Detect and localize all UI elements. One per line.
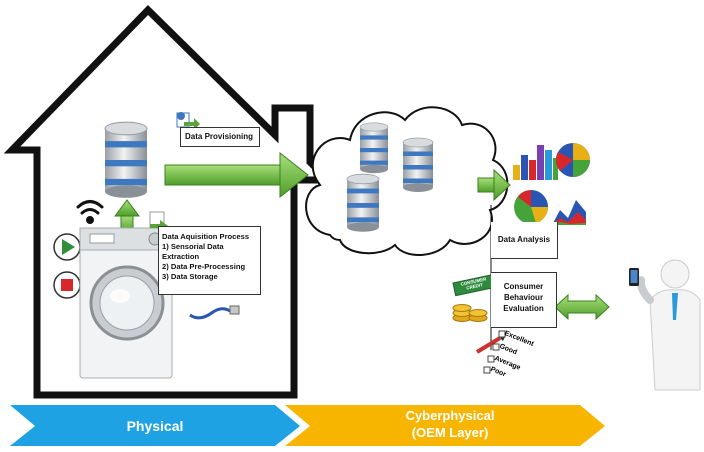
stop-icon	[53, 271, 81, 299]
wifi-icon	[76, 200, 104, 224]
cyberphysical-text: Cyberphysical	[405, 408, 495, 423]
cloud-database-icon	[346, 173, 380, 233]
coins-icon	[452, 304, 488, 322]
person-icon	[629, 259, 701, 391]
area-chart-icon	[552, 200, 586, 225]
acquisition-step: 2) Data Pre-Processing	[162, 262, 246, 271]
data-analysis-box: Data Analysis	[491, 222, 558, 259]
acquisition-title: Data Aquisition Process	[162, 232, 250, 241]
house-database-icon	[104, 121, 148, 199]
consumer-evaluation-box: Consumer Behaviour Evaluation	[491, 272, 557, 328]
acquisition-step: 3) Data Storage	[162, 272, 218, 281]
data-provisioning-label: Data Provisioning	[185, 132, 254, 141]
consumer-eval-line: Behaviour	[503, 293, 544, 302]
physical-text: Physical	[126, 418, 184, 434]
cloud-database-icon	[359, 122, 389, 174]
physical-label: Physical	[100, 418, 210, 434]
data-provisioning-box: Data Provisioning	[180, 127, 260, 147]
checkbox-icon	[483, 330, 506, 374]
bar-chart-icon	[513, 145, 558, 180]
physical-chevron	[10, 405, 300, 446]
oem-layer-text: (OEM Layer)	[411, 425, 489, 440]
play-icon	[53, 233, 81, 261]
double-arrow	[554, 293, 610, 321]
cyber-chevron	[285, 405, 605, 446]
cloud-database-icon	[402, 137, 434, 193]
cyberphysical-label: Cyberphysical (OEM Layer)	[380, 407, 520, 441]
data-acquisition-box: Data Aquisition Process 1) Sensorial Dat…	[158, 226, 261, 295]
house-outline	[3, 5, 337, 399]
consumer-eval-line: Consumer	[503, 282, 544, 291]
washing-machine-icon	[79, 227, 173, 379]
acquisition-step: 1) Sensorial Data Extraction	[162, 242, 224, 261]
pie-chart-icon	[555, 143, 590, 177]
data-analysis-label: Data Analysis	[497, 235, 551, 244]
provisioning-arrow	[164, 151, 309, 199]
consumer-eval-line: Evaluation	[503, 304, 544, 313]
pie-chart-icon	[514, 190, 548, 224]
network-cable-icon	[189, 305, 240, 320]
analysis-arrow	[477, 168, 511, 202]
